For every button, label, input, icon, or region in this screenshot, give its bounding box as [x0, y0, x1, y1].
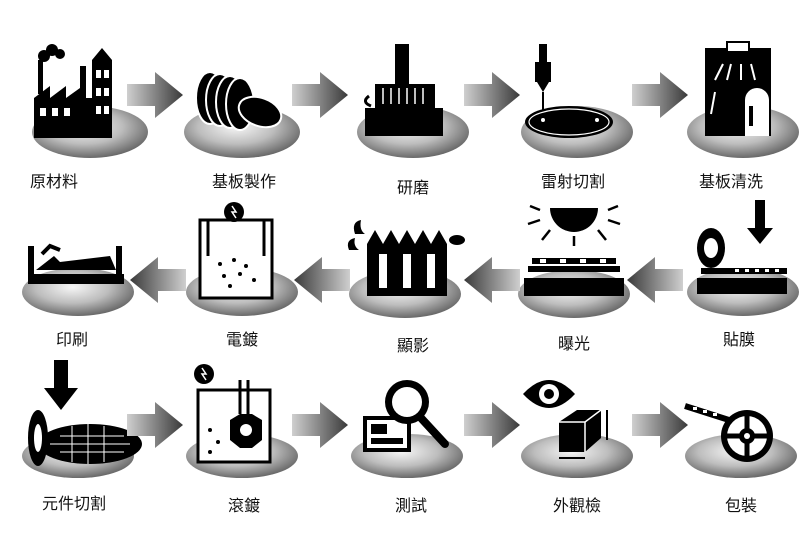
- flow-arrow-right: [125, 400, 185, 450]
- step-exposure: 曝光: [510, 200, 640, 353]
- step-label: 雷射切割: [541, 172, 606, 191]
- flow-arrow-right: [630, 400, 690, 450]
- developing-icon: [347, 220, 465, 318]
- flow-arrow-left: [128, 255, 188, 305]
- step-label: 基板清洗: [699, 172, 764, 191]
- step-barrel-plating: 滾鍍: [180, 360, 310, 515]
- tape-roller-icon: [687, 200, 799, 316]
- step-label: 外觀檢: [553, 496, 602, 515]
- plating-tank-icon: [186, 202, 298, 316]
- flow-arrow-left: [625, 255, 685, 305]
- step-substrate-fabrication: 基板製作: [180, 40, 310, 191]
- step-label: 包裝: [725, 496, 758, 515]
- flow-arrow-right: [290, 400, 350, 450]
- grinding-icon: [357, 44, 469, 158]
- flow-arrow-left: [292, 255, 352, 305]
- step-lamination: 貼膜: [675, 200, 800, 350]
- step-label: 印刷: [56, 330, 89, 349]
- wafers-icon: [184, 71, 300, 158]
- step-developing: 顯影: [345, 200, 475, 355]
- cleaning-icon: [687, 41, 799, 158]
- barrel-plating-icon: [186, 364, 298, 478]
- flow-arrow-right: [630, 70, 690, 120]
- step-electroplating: 電鍍: [180, 200, 310, 350]
- step-grinding: 研磨: [345, 40, 475, 197]
- step-label: 貼膜: [723, 330, 756, 349]
- step-label: 滾鍍: [228, 496, 261, 515]
- factory-icon: [32, 44, 148, 158]
- flow-arrow-right: [290, 70, 350, 120]
- step-component-dicing: 元件切割: [20, 360, 150, 513]
- step-label: 測試: [395, 496, 428, 515]
- flow-arrow-right: [462, 400, 522, 450]
- flow-arrow-right: [125, 70, 185, 120]
- step-raw-material: 原材料: [20, 40, 150, 191]
- step-testing: 測試: [345, 360, 475, 515]
- reel-packaging-icon: [684, 403, 797, 478]
- dicing-icon: [22, 360, 142, 478]
- step-label: 研磨: [397, 178, 430, 197]
- laser-cutting-icon: [521, 44, 633, 158]
- step-packaging: 包裝: [675, 360, 800, 515]
- step-label: 曝光: [558, 334, 591, 353]
- step-label: 元件切割: [42, 494, 107, 513]
- step-label: 電鍍: [226, 330, 259, 349]
- step-laser-cutting: 雷射切割: [515, 40, 645, 191]
- magnifier-test-icon: [351, 380, 463, 478]
- step-visual-inspection: 外觀檢: [515, 360, 645, 515]
- step-printing: 印刷: [20, 200, 150, 350]
- exposure-lamp-icon: [518, 204, 630, 318]
- step-label: 顯影: [397, 336, 430, 355]
- printing-icon: [22, 243, 134, 316]
- step-substrate-cleaning: 基板清洗: [675, 40, 800, 191]
- step-label: 原材料: [30, 172, 79, 191]
- flow-arrow-left: [462, 255, 522, 305]
- flow-arrow-right: [462, 70, 522, 120]
- step-label: 基板製作: [212, 172, 277, 191]
- eye-inspection-icon: [521, 380, 633, 478]
